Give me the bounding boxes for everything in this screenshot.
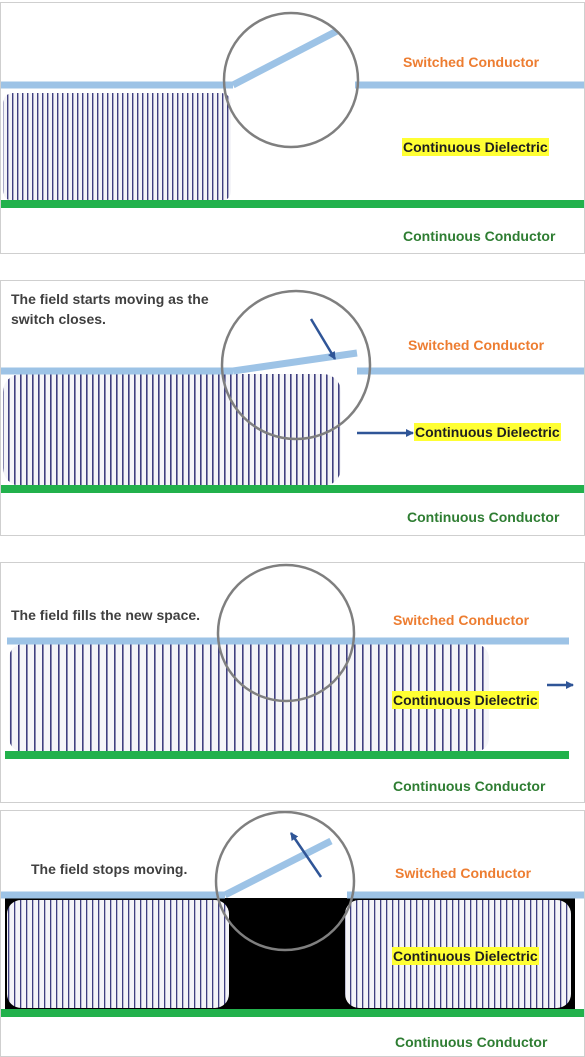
electric-field-region — [3, 93, 231, 201]
continuous-conductor-label: Continuous Conductor — [407, 509, 560, 525]
panel-4-caption: The field stops moving. — [31, 861, 188, 877]
switched-conductor-label: Switched Conductor — [403, 54, 540, 70]
continuous-dielectric-label: Continuous Dielectric — [392, 691, 539, 709]
switched-conductor-label: Switched Conductor — [408, 337, 545, 353]
continuous-conductor-label: Continuous Conductor — [395, 1034, 548, 1050]
panel-2: The field starts moving as the switch cl… — [0, 280, 585, 536]
continuous-dielectric-label: Continuous Dielectric — [392, 947, 539, 965]
switch-circle — [222, 11, 360, 149]
electric-field-region — [3, 374, 341, 486]
panel-1: Switched Conductor Continuous Dielectric… — [0, 2, 585, 254]
panel-3-caption: The field fills the new space. — [11, 607, 201, 623]
panel-2-caption: The field starts moving as the switch cl… — [11, 291, 209, 327]
panel-4: The field stops moving. Switched Conduct… — [0, 810, 585, 1057]
electric-field-region — [9, 644, 489, 752]
panel-1-diagram — [1, 11, 584, 208]
electric-field-region-left — [7, 900, 229, 1008]
continuous-conductor-label: Continuous Conductor — [393, 778, 546, 794]
panel-3: The field fills the new space. Switched … — [0, 562, 585, 803]
switched-conductor-label: Switched Conductor — [395, 865, 532, 881]
continuous-dielectric-label: Continuous Dielectric — [402, 138, 549, 156]
switched-conductor-label: Switched Conductor — [393, 612, 530, 628]
switch-blade — [231, 27, 339, 89]
switch-circle — [216, 563, 356, 703]
switch-blade — [232, 349, 358, 375]
switch-circle — [220, 289, 372, 441]
panel-2-diagram — [1, 289, 584, 493]
switch-motion-arrow — [289, 832, 323, 878]
switch-motion-arrow — [309, 318, 337, 360]
switch-blade — [223, 837, 333, 899]
continuous-dielectric-label: Continuous Dielectric — [414, 423, 561, 441]
switch-circle — [214, 811, 356, 952]
continuous-conductor-label: Continuous Conductor — [403, 228, 556, 244]
panel-4-diagram — [1, 811, 584, 1017]
panel-3-diagram — [5, 563, 574, 759]
